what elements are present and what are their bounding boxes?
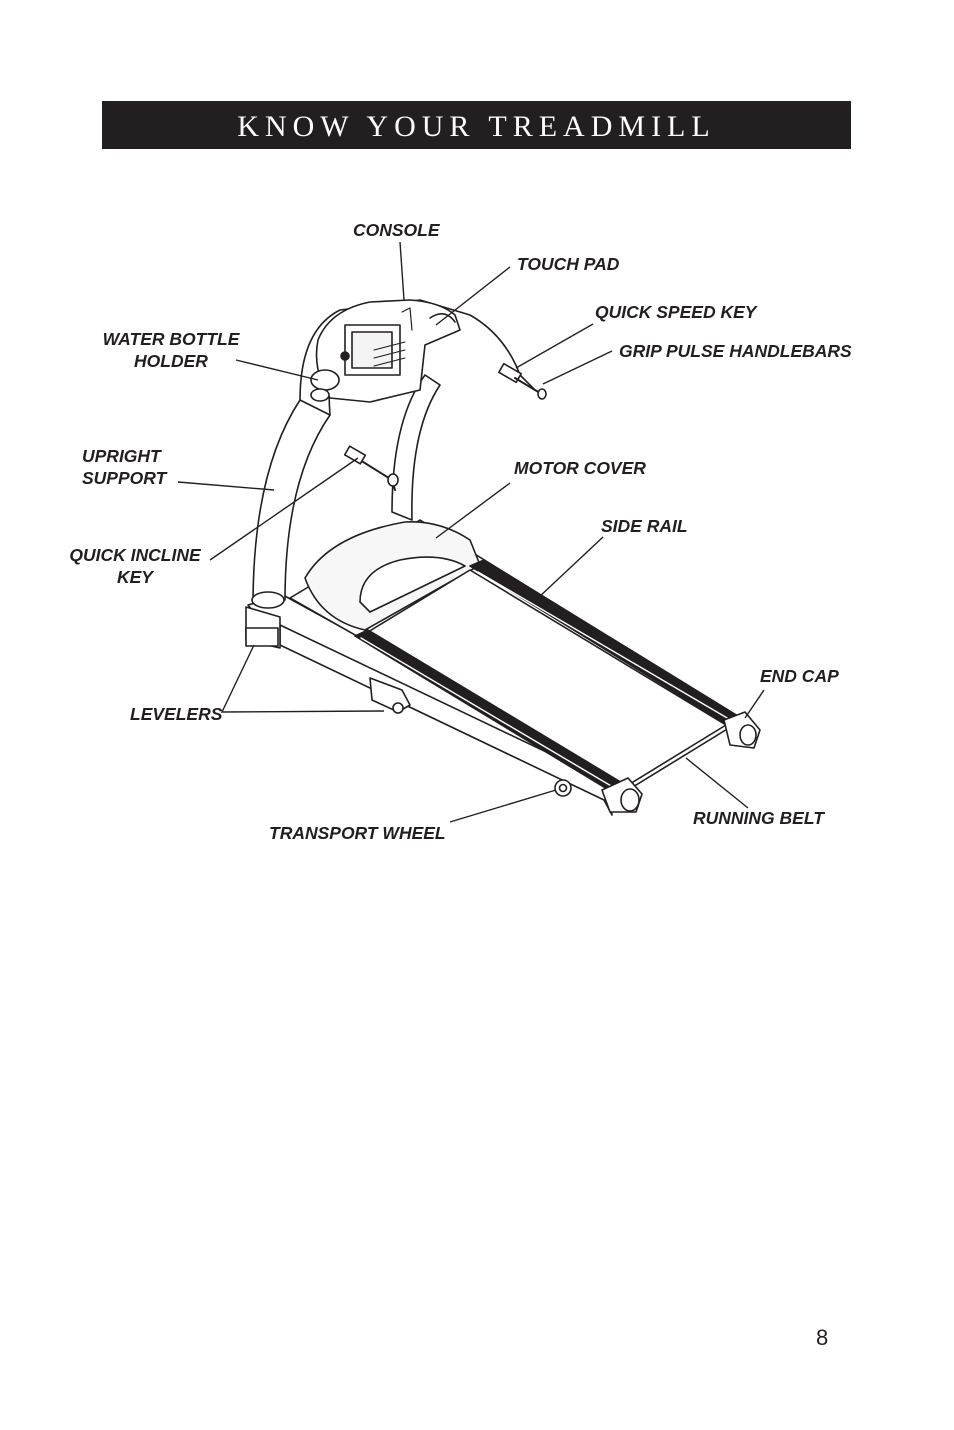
leader-lines [177,241,765,823]
handlebars [299,299,547,491]
leader-levelers [220,644,385,713]
leader-touch-pad [435,266,511,326]
leader-end-cap [744,689,765,719]
label-upright-line2: SUPPORT [82,468,167,488]
label-running-belt: RUNNING BELT [693,808,824,828]
label-quick-incline-line1: QUICK INCLINE [69,545,201,565]
label-grip-pulse-handlebars: GRIP PULSE HANDLEBARS [619,341,852,361]
label-water-bottle-line2: HOLDER [134,351,208,371]
label-water-bottle-line1: WATER BOTTLE [102,329,240,349]
label-side-rail: SIDE RAIL [601,516,688,536]
leader-console [399,241,405,301]
console-shape [310,299,461,403]
label-end-cap: END CAP [760,666,839,686]
leader-grip-pulse-handlebars [542,350,613,385]
title-banner: KNOW YOUR TREADMILL [102,101,851,149]
label-touch-pad: TOUCH PAD [517,254,620,274]
label-upright-line1: UPRIGHT [82,446,161,466]
label-water-bottle-holder: WATER BOTTLE HOLDER [96,328,246,372]
label-console: CONSOLE [353,220,440,240]
leader-water-bottle-holder [235,359,319,381]
leader-motor-cover [435,482,511,539]
end-caps [601,711,761,813]
leader-transport-wheel [449,789,557,823]
page-number: 8 [816,1325,829,1350]
label-motor-cover: MOTOR COVER [514,458,646,478]
leader-running-belt [685,757,749,809]
levelers-shape [245,627,411,714]
page-title: KNOW YOUR TREADMILL [237,110,716,143]
label-upright-support: UPRIGHT SUPPORT [82,445,166,489]
label-quick-incline-line2: KEY [117,567,153,587]
label-levelers: LEVELERS [130,704,223,724]
leader-side-rail [537,536,604,599]
label-quick-incline-key: QUICK INCLINE KEY [60,544,210,588]
label-transport-wheel: TRANSPORT WHEEL [269,823,446,843]
upright-supports [251,374,441,609]
leader-upright-support [177,481,275,491]
label-quick-speed-key: QUICK SPEED KEY [595,302,757,322]
transport-wheel-shape [554,779,572,797]
leader-quick-incline-key [209,457,359,561]
motor-cover-shape [304,521,481,631]
leader-quick-speed-key [515,323,594,369]
